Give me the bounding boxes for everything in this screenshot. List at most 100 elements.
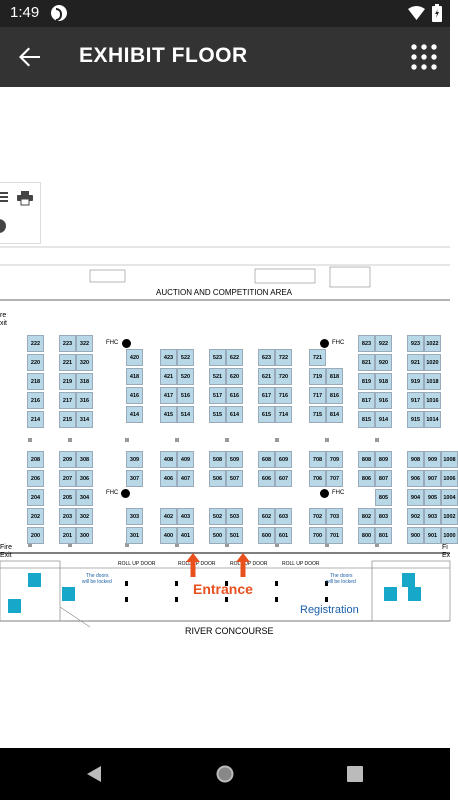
booth-200[interactable]: 200 bbox=[27, 527, 44, 544]
booth-920[interactable]: 920 bbox=[375, 354, 392, 371]
booth-706[interactable]: 706 bbox=[309, 470, 326, 487]
booth-622[interactable]: 622 bbox=[226, 349, 243, 366]
booth-722[interactable]: 722 bbox=[275, 349, 292, 366]
booth-616[interactable]: 616 bbox=[226, 387, 243, 404]
booth-520[interactable]: 520 bbox=[177, 368, 194, 385]
booth-708[interactable]: 708 bbox=[309, 451, 326, 468]
booth-814[interactable]: 814 bbox=[326, 406, 343, 423]
booth-803[interactable]: 803 bbox=[375, 508, 392, 525]
booth-408[interactable]: 408 bbox=[160, 451, 177, 468]
booth-201[interactable]: 201 bbox=[59, 527, 76, 544]
booth-420[interactable]: 420 bbox=[126, 349, 143, 366]
booth-816[interactable]: 816 bbox=[326, 387, 343, 404]
booth-1018[interactable]: 1018 bbox=[424, 373, 441, 390]
booth-1002[interactable]: 1002 bbox=[441, 508, 458, 525]
booth-318[interactable]: 318 bbox=[76, 373, 93, 390]
booth-515[interactable]: 515 bbox=[209, 406, 226, 423]
booth-203[interactable]: 203 bbox=[59, 508, 76, 525]
booth-717[interactable]: 717 bbox=[309, 387, 326, 404]
booth-919[interactable]: 919 bbox=[407, 373, 424, 390]
booth-1008[interactable]: 1008 bbox=[441, 451, 458, 468]
booth-609[interactable]: 609 bbox=[275, 451, 292, 468]
booth-322[interactable]: 322 bbox=[76, 335, 93, 352]
booth-1016[interactable]: 1016 bbox=[424, 392, 441, 409]
booth-304[interactable]: 304 bbox=[76, 489, 93, 506]
booth-204[interactable]: 204 bbox=[27, 489, 44, 506]
booth-516[interactable]: 516 bbox=[177, 387, 194, 404]
apps-grid-icon[interactable] bbox=[409, 42, 439, 72]
booth-320[interactable]: 320 bbox=[76, 354, 93, 371]
booth-908[interactable]: 908 bbox=[407, 451, 424, 468]
booth-301[interactable]: 301 bbox=[126, 527, 143, 544]
booth-418[interactable]: 418 bbox=[126, 368, 143, 385]
booth-1020[interactable]: 1020 bbox=[424, 354, 441, 371]
booth-514[interactable]: 514 bbox=[177, 406, 194, 423]
nav-back-icon[interactable] bbox=[85, 765, 103, 783]
booth-414[interactable]: 414 bbox=[126, 406, 143, 423]
booth-905[interactable]: 905 bbox=[424, 489, 441, 506]
booth-218[interactable]: 218 bbox=[27, 373, 44, 390]
booth-715[interactable]: 715 bbox=[309, 406, 326, 423]
booth-906[interactable]: 906 bbox=[407, 470, 424, 487]
booth-502[interactable]: 502 bbox=[209, 508, 226, 525]
booth-606[interactable]: 606 bbox=[258, 470, 275, 487]
booth-807[interactable]: 807 bbox=[375, 470, 392, 487]
booth-506[interactable]: 506 bbox=[209, 470, 226, 487]
booth-801[interactable]: 801 bbox=[375, 527, 392, 544]
booth-415[interactable]: 415 bbox=[160, 406, 177, 423]
booth-219[interactable]: 219 bbox=[59, 373, 76, 390]
booth-817[interactable]: 817 bbox=[358, 392, 375, 409]
info-icon[interactable] bbox=[0, 219, 6, 233]
booth-720[interactable]: 720 bbox=[275, 368, 292, 385]
booth-917[interactable]: 917 bbox=[407, 392, 424, 409]
booth-716[interactable]: 716 bbox=[275, 387, 292, 404]
booth-223[interactable]: 223 bbox=[59, 335, 76, 352]
booth-815[interactable]: 815 bbox=[358, 411, 375, 428]
booth-914[interactable]: 914 bbox=[375, 411, 392, 428]
booth-209[interactable]: 209 bbox=[59, 451, 76, 468]
booth-417[interactable]: 417 bbox=[160, 387, 177, 404]
booth-800[interactable]: 800 bbox=[358, 527, 375, 544]
booth-921[interactable]: 921 bbox=[407, 354, 424, 371]
booth-620[interactable]: 620 bbox=[226, 368, 243, 385]
booth-608[interactable]: 608 bbox=[258, 451, 275, 468]
booth-1004[interactable]: 1004 bbox=[441, 489, 458, 506]
booth-302[interactable]: 302 bbox=[76, 508, 93, 525]
booth-802[interactable]: 802 bbox=[358, 508, 375, 525]
booth-714[interactable]: 714 bbox=[275, 406, 292, 423]
nav-recents-icon[interactable] bbox=[347, 766, 363, 782]
booth-602[interactable]: 602 bbox=[258, 508, 275, 525]
booth-217[interactable]: 217 bbox=[59, 392, 76, 409]
booth-406[interactable]: 406 bbox=[160, 470, 177, 487]
booth-700[interactable]: 700 bbox=[309, 527, 326, 544]
booth-416[interactable]: 416 bbox=[126, 387, 143, 404]
booth-607[interactable]: 607 bbox=[275, 470, 292, 487]
booth-503[interactable]: 503 bbox=[226, 508, 243, 525]
booth-220[interactable]: 220 bbox=[27, 354, 44, 371]
booth-308[interactable]: 308 bbox=[76, 451, 93, 468]
booth-915[interactable]: 915 bbox=[407, 411, 424, 428]
booth-819[interactable]: 819 bbox=[358, 373, 375, 390]
booth-614[interactable]: 614 bbox=[226, 406, 243, 423]
booth-617[interactable]: 617 bbox=[258, 387, 275, 404]
booth-215[interactable]: 215 bbox=[59, 411, 76, 428]
booth-623[interactable]: 623 bbox=[258, 349, 275, 366]
booth-402[interactable]: 402 bbox=[160, 508, 177, 525]
booth-903[interactable]: 903 bbox=[424, 508, 441, 525]
booth-1006[interactable]: 1006 bbox=[441, 470, 458, 487]
booth-407[interactable]: 407 bbox=[177, 470, 194, 487]
booth-306[interactable]: 306 bbox=[76, 470, 93, 487]
booth-701[interactable]: 701 bbox=[326, 527, 343, 544]
menu-icon[interactable] bbox=[0, 191, 8, 203]
booth-603[interactable]: 603 bbox=[275, 508, 292, 525]
booth-615[interactable]: 615 bbox=[258, 406, 275, 423]
booth-300[interactable]: 300 bbox=[76, 527, 93, 544]
booth-1014[interactable]: 1014 bbox=[424, 411, 441, 428]
booth-805[interactable]: 805 bbox=[375, 489, 392, 506]
booth-621[interactable]: 621 bbox=[258, 368, 275, 385]
booth-403[interactable]: 403 bbox=[177, 508, 194, 525]
booth-521[interactable]: 521 bbox=[209, 368, 226, 385]
booth-901[interactable]: 901 bbox=[424, 527, 441, 544]
booth-703[interactable]: 703 bbox=[326, 508, 343, 525]
